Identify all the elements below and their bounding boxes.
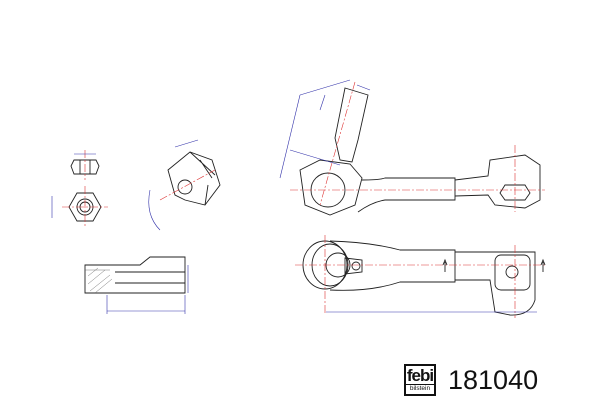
angled-view <box>148 139 221 231</box>
main-top-view <box>279 79 545 216</box>
logo-top-text: febi <box>406 366 434 385</box>
main-bottom-view <box>295 235 546 318</box>
part-number: 181040 <box>448 365 539 395</box>
nut-side-view <box>51 186 108 228</box>
nut-top-view <box>70 150 100 180</box>
section-view <box>84 256 189 314</box>
logo-bottom-text: bilstein <box>406 384 434 394</box>
febi-bilstein-logo: febi bilstein <box>404 364 436 396</box>
